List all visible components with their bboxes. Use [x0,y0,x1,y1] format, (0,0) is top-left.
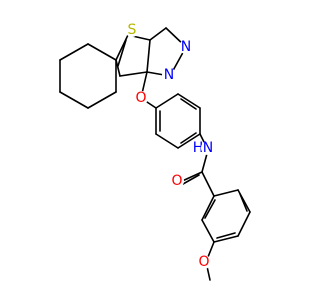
bond-line [117,39,127,67]
atom-label-background [179,40,193,54]
atom-label-hydrogen: H [193,140,204,156]
bond-line [239,193,248,212]
bond-line [237,211,251,237]
bond-line [177,93,201,109]
bond-line [115,34,129,61]
bond-line [149,27,167,41]
bond-line [119,71,148,77]
bond-line [201,195,215,221]
atom-label-n1: N [181,39,191,55]
bond-line [201,219,215,243]
bond-line [180,98,197,110]
bond-line [180,132,197,144]
atom-label-background [162,68,176,82]
bond-line [182,174,200,185]
atom-label-background [134,91,148,105]
bond-line [59,91,89,109]
atom-label-nn: N [203,140,213,156]
bond-line [216,232,236,239]
bond-line [87,43,117,61]
atom-label-n2: N [164,67,174,83]
bond-line [59,43,89,61]
atom-label-background [170,174,184,188]
atom-label-background [201,141,215,155]
atom-label-o2: O [171,173,182,189]
bond-line [213,235,239,243]
bond-line [204,199,216,219]
bond-line [201,171,215,197]
atom-label-s: S [128,22,137,38]
bond-line [213,189,239,197]
bond-lines [59,27,251,281]
bond-line [155,93,179,109]
atom-label-o1: O [135,90,146,106]
atom-label-background [197,255,211,269]
bond-line [146,39,151,73]
bond-line [155,133,179,149]
bond-line [115,59,121,77]
bond-line [87,91,117,109]
atom-label-background [125,23,139,37]
bond-line [177,133,201,149]
atom-label-o3: O [198,254,209,270]
